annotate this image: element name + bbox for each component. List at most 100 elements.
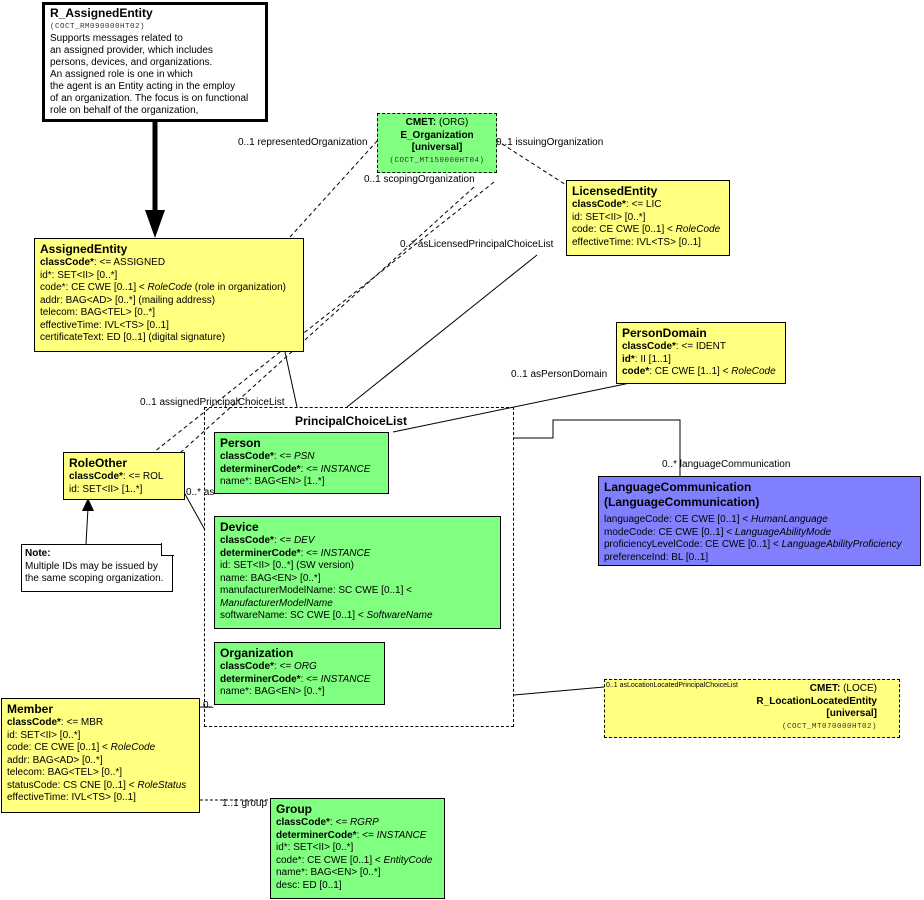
assigned-code-domain: RoleCode	[147, 282, 193, 293]
person-box[interactable]: Person classCode*: <= PSN determinerCode…	[214, 432, 389, 494]
organization-box[interactable]: Organization classCode*: <= ORG determin…	[214, 642, 385, 705]
group-classcode-value: RGRP	[349, 817, 379, 828]
langcomm-language-label: languageCode: CE CWE [0..1] <	[604, 514, 752, 525]
langcomm-link	[514, 419, 681, 476]
assigned-entity-title: AssignedEntity	[40, 242, 128, 256]
person-classcode-label: classCode*	[220, 451, 274, 462]
group-determiner-label: determinerCode*	[276, 829, 357, 841]
group-name: name*: BAG<EN> [0..*]	[276, 867, 381, 878]
group-code-domain: EntityCode	[383, 854, 433, 866]
group-determiner-value: INSTANCE	[376, 829, 427, 841]
device-determiner-value: INSTANCE	[320, 547, 371, 559]
assigned-code-label: code*: CE CWE [0..1] <	[40, 282, 148, 293]
licensed-id: id: SET<II> [0..*]	[572, 211, 646, 223]
label-represented-organization: 0..1 representedOrganization	[238, 137, 368, 148]
represented-link	[289, 139, 379, 238]
header-desc-5: the agent is an Entity acting in the emp…	[50, 81, 236, 92]
langcomm-preference: preferenceInd: BL [0..1]	[604, 551, 709, 563]
label-as: 0..* as	[186, 487, 215, 498]
device-classcode-value: DEV	[293, 535, 315, 546]
cmet-org-scope: [universal]	[411, 142, 463, 153]
organization-classcode-op: : <=	[273, 661, 294, 672]
group-box[interactable]: Group classCode*: <= RGRP determinerCode…	[270, 798, 445, 899]
principal-choice-list-title: PrincipalChoiceList	[295, 414, 408, 428]
note-line-1: Multiple IDs may be issued by	[25, 560, 158, 572]
assigned-classcode-label: classCode*	[40, 257, 94, 268]
note-fold	[161, 543, 174, 556]
organization-name: name*: BAG<EN> [0..*]	[220, 686, 325, 697]
licensed-effectivetime: effectiveTime: IVL<TS> [0..1]	[572, 236, 701, 248]
device-name: name: BAG<EN> [0..*]	[220, 572, 321, 584]
cmet-org-id: (COCT_MT150000HT04)	[389, 156, 485, 165]
note-title: Note:	[25, 548, 51, 559]
header-arrow-head	[145, 210, 165, 238]
header-box: R_AssignedEntity (COCT_RM090000HT02) Sup…	[42, 2, 268, 122]
licensed-code-label: code: CE CWE [0..1] <	[572, 224, 676, 235]
group-determiner-op: : <=	[356, 829, 377, 841]
langcomm-proficiency-domain: LanguageAbilityProficiency	[781, 539, 902, 550]
assigned-addr: addr: BAG<AD> [0..*] (mailing address)	[40, 294, 216, 306]
roleother-classcode-value: : <= ROL	[122, 471, 164, 482]
label-issuing-organization: 0..1 issuingOrganization	[496, 137, 604, 148]
device-model-label: manufacturerModelName: SC CWE [0..1] <	[220, 585, 413, 596]
member-telecom: telecom: BAG<TEL> [0..*]	[7, 767, 123, 778]
langcomm-mode-domain: LanguageAbilityMode	[734, 526, 832, 538]
organization-title: Organization	[220, 646, 294, 660]
member-id: id: SET<II> [0..*]	[7, 729, 81, 741]
licensed-entity-box[interactable]: LicensedEntity classCode*: <= LIC id: SE…	[566, 180, 730, 256]
person-title: Person	[220, 436, 261, 450]
assigned-entity-box[interactable]: AssignedEntity classCode*: <= ASSIGNED i…	[34, 238, 304, 352]
principal-choice-list: PrincipalChoiceList	[204, 407, 514, 727]
licensed-classcode-label: classCode*	[572, 199, 626, 210]
member-classcode-value: : <= MBR	[60, 717, 104, 728]
cmet-org-box[interactable]: CMET: (ORG) E_Organization [universal] (…	[377, 113, 497, 173]
language-communication-box[interactable]: LanguageCommunication (LanguageCommunica…	[598, 476, 921, 566]
assigned-id: id*: SET<II> [0..*]	[40, 269, 118, 281]
persondomain-classcode-value: : <= IDENT	[675, 341, 726, 352]
label-member-choice: 0..	[203, 700, 215, 711]
person-classcode-op: : <=	[273, 451, 294, 462]
roleother-classcode-label: classCode*	[69, 471, 123, 482]
label-language-communication: 0..* languageCommunication	[662, 459, 791, 470]
persondomain-id-value: : II [1..1]	[634, 353, 671, 365]
device-determiner-op: : <=	[300, 547, 321, 559]
label-as-person-domain: 0..1 asPersonDomain	[511, 369, 608, 380]
member-classcode-label: classCode*	[7, 717, 61, 728]
organization-determiner-op: : <=	[300, 673, 321, 685]
person-determiner-label: determinerCode*	[220, 463, 301, 475]
device-classcode-op: : <=	[273, 535, 294, 546]
person-domain-title: PersonDomain	[622, 326, 707, 340]
persondomain-code-domain: RoleCode	[731, 366, 776, 377]
note-line-2: the same scoping organization.	[25, 573, 164, 584]
group-code-label: code*: CE CWE [0..1] <	[276, 854, 384, 866]
cmet-loce-box[interactable]: CMET: (LOCE) R_LocationLocatedEntity [un…	[604, 679, 900, 738]
persondomain-id-label: id*	[622, 353, 635, 365]
role-other-box[interactable]: RoleOther classCode*: <= ROL id: SET<II>…	[63, 452, 185, 500]
cmet-loce-id: (COCT_MT070000HT02)	[781, 722, 877, 731]
device-box[interactable]: Device classCode*: <= DEV determinerCode…	[214, 516, 501, 629]
header-desc-7: role on behalf of the organization,	[50, 105, 199, 116]
member-box[interactable]: Member classCode*: <= MBR id: SET<II> [0…	[1, 698, 200, 813]
person-name: name*: BAG<EN> [1..*]	[220, 476, 325, 487]
assigned-effectivetime: effectiveTime: IVL<TS> [0..1]	[40, 319, 169, 331]
langcomm-language-domain: HumanLanguage	[751, 514, 828, 525]
assigned-classcode-value: : <= ASSIGNED	[93, 257, 166, 268]
member-code-label: code: CE CWE [0..1] <	[7, 742, 111, 753]
member-title: Member	[7, 702, 54, 716]
aslicensed-link	[153, 181, 495, 453]
cmet-loce-scope: [universal]	[826, 708, 877, 719]
licensed-classcode-value: : <= LIC	[625, 199, 662, 210]
licensed-code-domain: RoleCode	[675, 224, 721, 235]
member-status-label: statusCode: CS CNE [0..1] <	[7, 779, 138, 791]
organization-classcode-label: classCode*	[220, 661, 274, 672]
cmet-org-code: (ORG)	[436, 117, 469, 128]
person-domain-box[interactable]: PersonDomain classCode*: <= IDENT id*: I…	[616, 322, 786, 384]
device-determiner-label: determinerCode*	[220, 547, 301, 559]
header-title: R_AssignedEntity	[50, 6, 153, 20]
label-as-licensed: 0..* asLicensedPrincipalChoiceList	[400, 239, 554, 250]
device-id: id: SET<II> [0..*] (SW version)	[220, 560, 354, 571]
header-desc-6: of an organization. The focus is on func…	[50, 93, 249, 104]
member-addr: addr: BAG<AD> [0..*]	[7, 754, 103, 766]
loce-link	[513, 686, 605, 696]
